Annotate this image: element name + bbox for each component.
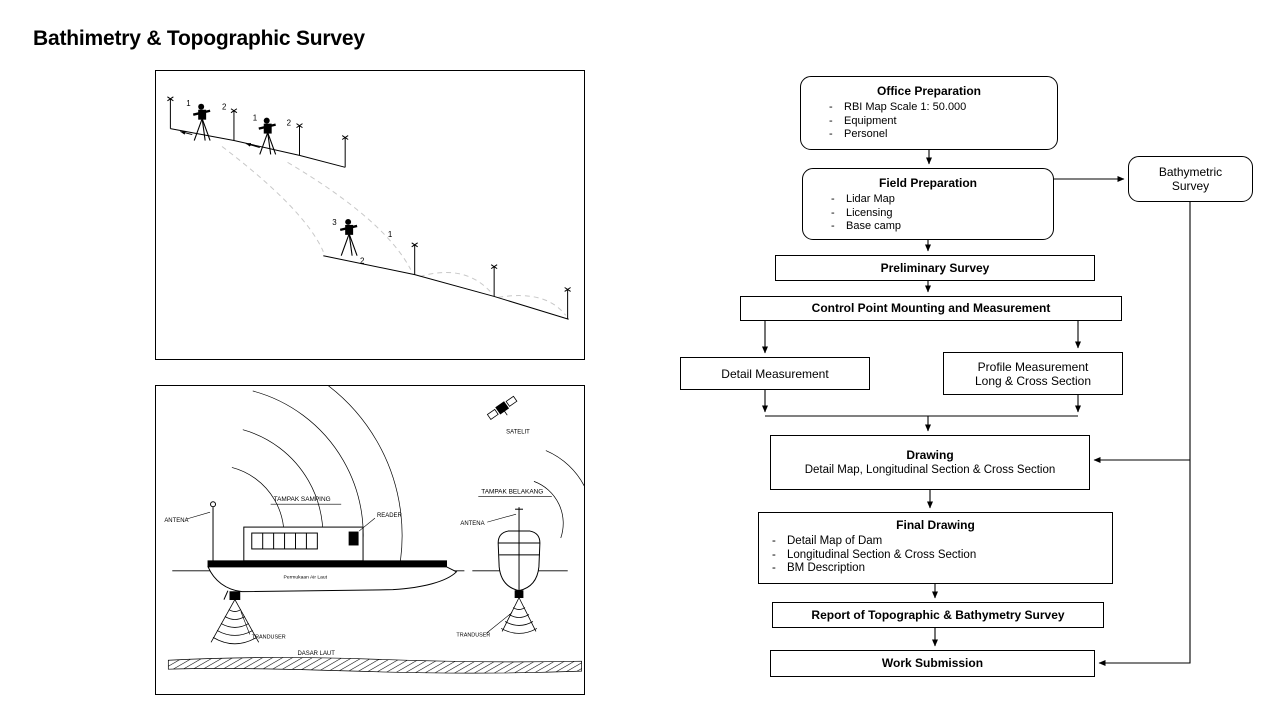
surveyor-tripod-icon	[339, 217, 359, 257]
station-number: 1	[388, 230, 393, 239]
reader-device	[348, 531, 359, 546]
rear-view-title: TAMPAK BELAKANG	[481, 488, 543, 495]
satelit-label: SATELIT	[506, 430, 530, 436]
boat-labels: SATELIT TAMPAK SAMPING TAMPAK BELAKANG A…	[164, 430, 543, 659]
bathymetric-boat-figure: SATELIT TAMPAK SAMPING TAMPAK BELAKANG A…	[155, 385, 585, 695]
page-title: Bathimetry & Topographic Survey	[33, 27, 365, 50]
node-field-preparation-title: Field Preparation	[878, 176, 978, 190]
tranduser-label-rear: TRANDUSER	[456, 632, 490, 638]
node-bathymetric-survey-line2: Survey	[1171, 179, 1210, 193]
range-pole-icon	[166, 96, 174, 130]
range-pole-icon	[490, 264, 498, 297]
station-number-labels: 1 2 1 2 3 1 2	[186, 99, 393, 266]
list-item: Personel	[829, 128, 1057, 142]
rear-view-boat	[497, 507, 541, 592]
node-report-title: Report of Topographic & Bathymetry Surve…	[811, 607, 1065, 622]
node-profile-measurement-line2: Long & Cross Section	[974, 373, 1092, 388]
node-control-point-title: Control Point Mounting and Measurement	[811, 301, 1051, 315]
list-item: Detail Map of Dam	[772, 535, 1112, 549]
satellite-icon	[486, 395, 518, 420]
station-number: 3	[332, 218, 337, 227]
node-office-preparation-title: Office Preparation	[876, 84, 982, 98]
seabed-label: DASAR LAUT	[297, 651, 335, 657]
list-item: Equipment	[829, 115, 1057, 129]
node-profile-measurement-line1: Profile Measurement	[977, 359, 1089, 374]
node-work-submission-title: Work Submission	[881, 656, 984, 670]
traverse-baseline-a	[170, 128, 346, 168]
list-item: Licensing	[831, 207, 1053, 221]
node-preliminary-survey-title: Preliminary Survey	[880, 260, 990, 275]
station-number: 2	[360, 257, 365, 266]
range-pole-icon	[411, 242, 419, 276]
boat-drawing: SATELIT TAMPAK SAMPING TAMPAK BELAKANG A…	[164, 386, 584, 674]
reader-label: READER	[377, 513, 403, 519]
office-preparation-list: RBI Map Scale 1: 50.000 Equipment Person…	[829, 101, 1057, 142]
label-leaders	[186, 495, 552, 635]
node-detail-measurement-title: Detail Measurement	[721, 366, 829, 381]
node-final-drawing-title: Final Drawing	[896, 518, 975, 532]
node-field-preparation: Field Preparation Lidar Map Licensing Ba…	[802, 168, 1054, 240]
surveyor-tripod-icon	[257, 116, 277, 156]
station-number: 1	[253, 114, 258, 123]
node-drawing: Drawing Detail Map, Longitudinal Section…	[770, 435, 1090, 490]
node-bathymetric-survey: Bathymetric Survey	[1128, 156, 1253, 202]
range-pole-icon	[230, 108, 238, 142]
topographic-survey-figure: 1 2 1 2 3 1 2	[155, 70, 585, 360]
node-report: Report of Topographic & Bathymetry Surve…	[772, 602, 1104, 628]
range-pole-icon	[341, 135, 349, 168]
node-drawing-title: Drawing	[906, 448, 954, 462]
final-drawing-list: Detail Map of Dam Longitudinal Section &…	[772, 535, 1112, 576]
traverse-baseline-b	[323, 255, 569, 320]
faint-guide-curves	[221, 146, 567, 316]
range-pole-icon	[296, 123, 303, 156]
surveyor-tripod-icon	[192, 102, 212, 142]
list-item: Base camp	[831, 220, 1053, 234]
side-view-title: TAMPAK SAMPING	[274, 496, 331, 503]
node-drawing-subtitle: Detail Map, Longitudinal Section & Cross…	[804, 464, 1056, 476]
list-item: BM Description	[772, 562, 1112, 576]
node-bathymetric-survey-line1: Bathymetric	[1158, 165, 1223, 179]
node-work-submission: Work Submission	[770, 650, 1095, 677]
arrow-bathymetric-to-work	[1098, 202, 1191, 666]
node-detail-measurement: Detail Measurement	[680, 357, 870, 390]
list-item: Longitudinal Section & Cross Section	[772, 549, 1112, 563]
station-number: 2	[287, 119, 292, 128]
list-item: Lidar Map	[831, 193, 1053, 207]
node-preliminary-survey: Preliminary Survey	[775, 255, 1095, 281]
seabed-hatch	[167, 657, 582, 674]
antena-label-rear: ANTENA	[460, 521, 484, 527]
station-number: 2	[222, 103, 227, 112]
node-control-point: Control Point Mounting and Measurement	[740, 296, 1122, 321]
tranduser-label-side: TRANDUSER	[252, 634, 286, 640]
station-number: 1	[186, 99, 191, 108]
list-item: RBI Map Scale 1: 50.000	[829, 101, 1057, 115]
node-office-preparation: Office Preparation RBI Map Scale 1: 50.0…	[800, 76, 1058, 150]
antena-label-side: ANTENA	[164, 518, 188, 524]
rear-transducer-sonar	[500, 590, 538, 634]
survey-drawing: 1 2 1 2 3 1 2	[166, 96, 572, 320]
sea-surface-label: Permukaan Air Laut	[284, 575, 328, 581]
node-final-drawing: Final Drawing Detail Map of Dam Longitud…	[758, 512, 1113, 584]
field-preparation-list: Lidar Map Licensing Base camp	[831, 193, 1053, 234]
node-profile-measurement: Profile Measurement Long & Cross Section	[943, 352, 1123, 395]
side-view-boat	[207, 501, 458, 600]
